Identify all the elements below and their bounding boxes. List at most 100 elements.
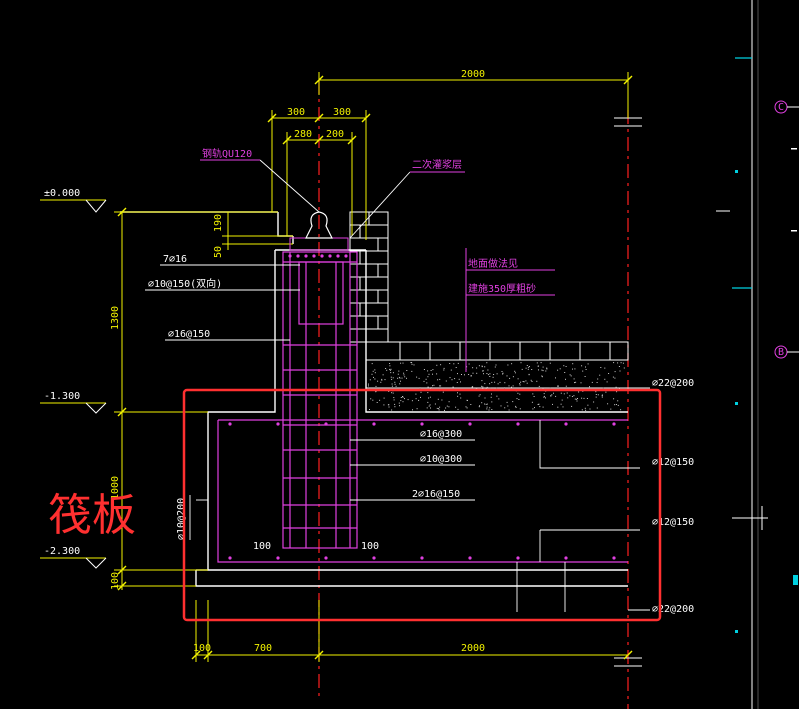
- gravel-speck: [466, 407, 468, 409]
- label-10-300: ⌀10@300: [420, 454, 462, 465]
- gravel-speck: [486, 362, 488, 364]
- gravel-speck: [536, 362, 538, 364]
- gravel-speck: [394, 403, 396, 405]
- gravel-speck: [585, 369, 587, 370]
- gravel-speck: [486, 406, 488, 408]
- gravel-speck: [459, 393, 461, 395]
- gravel-speck: [553, 392, 554, 394]
- gravel-speck: [565, 385, 567, 387]
- gravel-speck: [519, 408, 521, 410]
- gravel-speck: [427, 376, 429, 378]
- gravel-speck: [369, 409, 370, 410]
- gravel-speck: [613, 362, 615, 364]
- gravel-speck: [507, 405, 509, 407]
- gravel-fill: [368, 362, 625, 411]
- gravel-speck: [423, 369, 425, 370]
- gravel-speck: [557, 385, 558, 387]
- gravel-speck: [496, 373, 498, 375]
- gravel-speck: [591, 381, 593, 383]
- dim-bottom-700: 700: [254, 643, 272, 654]
- rebar-labels: 7⌀16 ⌀10@150(双向) ⌀16@150 ⌀16@300 ⌀10@300…: [148, 254, 694, 615]
- gravel-speck: [534, 407, 535, 409]
- gravel-speck: [442, 391, 444, 393]
- rebar-dot: [228, 422, 232, 426]
- gravel-speck: [561, 399, 563, 401]
- gravel-speck: [491, 393, 492, 395]
- gravel-speck: [502, 372, 504, 374]
- gravel-speck: [440, 385, 442, 387]
- gravel-speck: [375, 391, 377, 393]
- gravel-speck: [575, 381, 577, 383]
- gravel-speck: [512, 401, 514, 403]
- gravel-speck: [438, 408, 440, 410]
- gravel-speck: [515, 405, 517, 407]
- gravel-speck: [433, 384, 435, 386]
- gravel-speck: [425, 378, 427, 380]
- gravel-speck: [571, 396, 573, 397]
- gravel-speck: [472, 386, 474, 388]
- gravel-speck: [470, 375, 472, 376]
- gravel-speck: [506, 375, 508, 377]
- gravel-speck: [457, 362, 459, 364]
- gravel-speck: [573, 395, 575, 397]
- gravel-speck: [404, 398, 405, 400]
- gravel-speck: [368, 383, 369, 385]
- gravel-speck: [612, 376, 614, 378]
- gravel-speck: [499, 381, 501, 383]
- gravel-speck: [551, 394, 553, 396]
- rebar-dot: [468, 422, 472, 426]
- gravel-speck: [476, 367, 478, 369]
- gravel-speck: [582, 390, 584, 392]
- dimension-lines: [40, 72, 629, 662]
- gravel-speck: [373, 376, 374, 378]
- label-22-200-bottom: ⌀22@200: [652, 604, 694, 615]
- gravel-speck: [622, 362, 624, 364]
- gravel-speck: [428, 405, 430, 407]
- gravel-speck: [493, 374, 495, 375]
- gravel-speck: [389, 365, 391, 367]
- gravel-speck: [571, 405, 573, 407]
- gravel-speck: [483, 373, 484, 375]
- gravel-speck: [555, 377, 556, 379]
- slab-note-leader: [200, 159, 555, 372]
- gravel-speck: [403, 372, 405, 374]
- gravel-speck: [380, 381, 382, 383]
- rebar-dot: [312, 254, 316, 258]
- gravel-speck: [399, 405, 400, 407]
- gravel-speck: [389, 369, 391, 371]
- gravel-speck: [532, 408, 534, 410]
- rebar-dot: [288, 254, 292, 258]
- gravel-speck: [542, 388, 544, 390]
- gravel-speck: [489, 373, 491, 375]
- gravel-speck: [538, 369, 539, 371]
- gravel-speck: [617, 400, 619, 402]
- gravel-speck: [478, 365, 480, 367]
- gravel-speck: [492, 376, 494, 378]
- label-10-150: ⌀10@150(双向): [148, 277, 222, 290]
- gravel-speck: [374, 369, 376, 371]
- gravel-speck: [497, 383, 499, 385]
- gravel-speck: [411, 400, 413, 402]
- gravel-speck: [481, 380, 483, 382]
- gravel-speck: [484, 383, 486, 385]
- gravel-speck: [514, 372, 516, 374]
- elevation-triangle-1300: [85, 402, 107, 414]
- gravel-speck: [602, 387, 604, 389]
- gravel-speck: [481, 385, 483, 387]
- gravel-speck: [532, 393, 534, 395]
- gravel-speck: [546, 367, 548, 369]
- gravel-speck: [507, 364, 509, 366]
- gravel-speck: [523, 381, 525, 383]
- gravel-speck: [522, 381, 524, 382]
- gravel-speck: [584, 376, 586, 377]
- gravel-speck: [605, 391, 607, 393]
- gravel-speck: [595, 394, 597, 395]
- rebar-dot: [372, 422, 376, 426]
- elevation-minus-1300: -1.300: [44, 391, 80, 402]
- gravel-speck: [520, 362, 522, 364]
- gravel-speck: [470, 375, 472, 377]
- gravel-speck: [504, 382, 506, 384]
- rebar-dot: [564, 422, 568, 426]
- gravel-speck: [572, 363, 574, 365]
